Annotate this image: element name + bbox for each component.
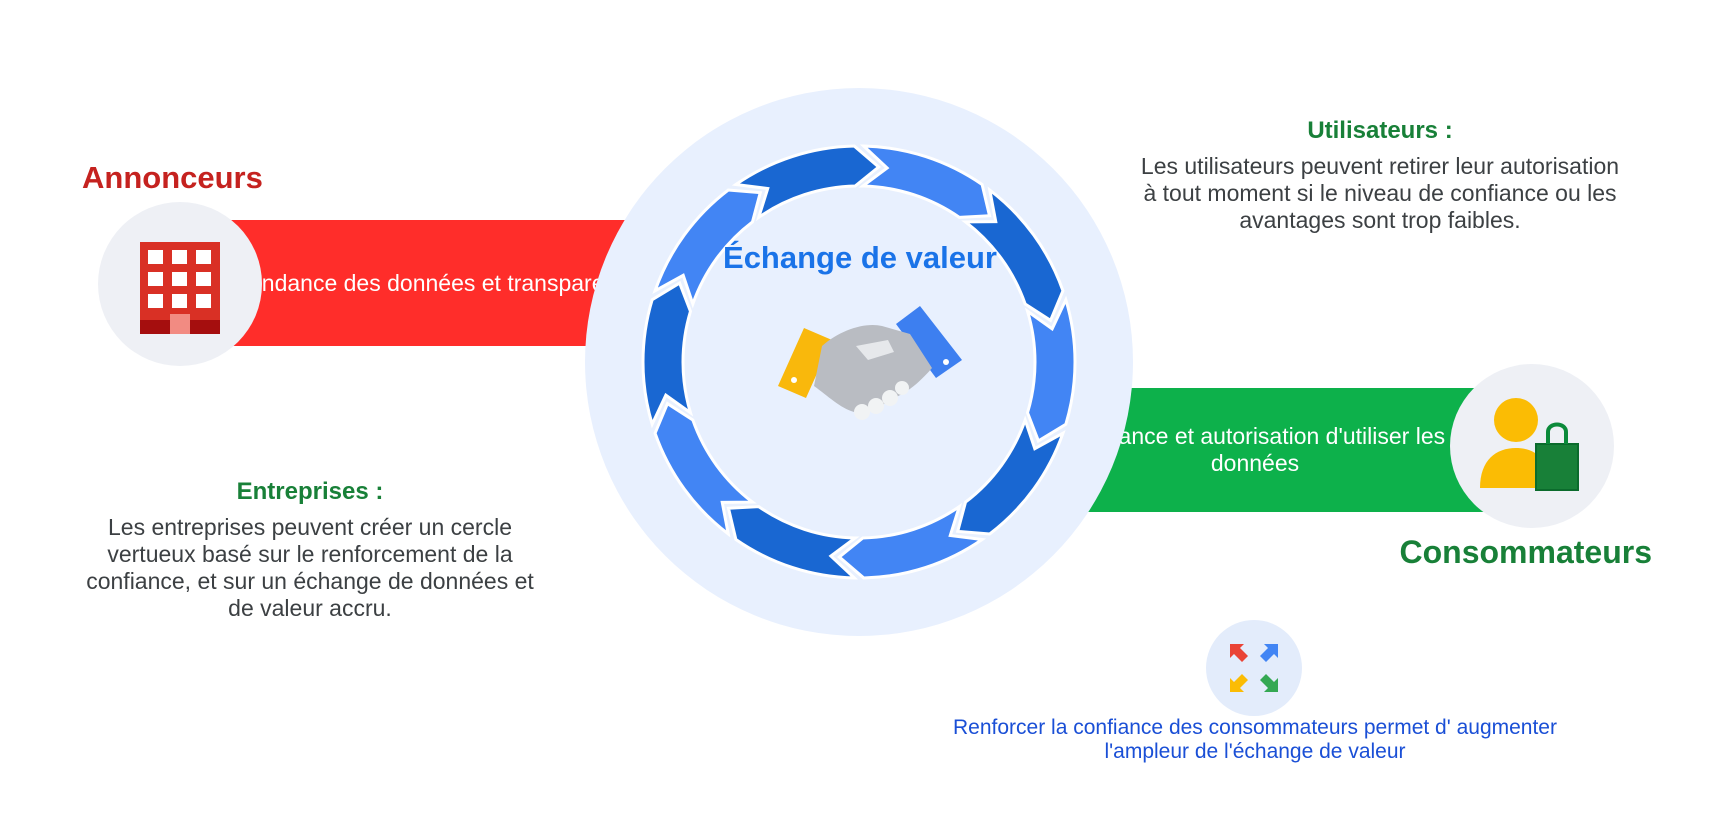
users-body: Les utilisateurs peuvent retirer leur au… <box>1140 153 1620 233</box>
companies-heading: Entreprises : <box>236 478 384 505</box>
cycle-segment <box>1024 295 1077 444</box>
cycle-segment <box>837 502 987 580</box>
cycle-segment <box>653 401 757 538</box>
value-exchange-title: Échange de valeur <box>723 240 997 275</box>
expand-arrows-icon <box>1230 644 1278 692</box>
cycle-segment <box>731 144 881 222</box>
consumers-icon-circle <box>1450 364 1614 528</box>
consumers-banner-text: Confiance et autorisation d'utiliser les… <box>1064 423 1446 476</box>
consumers-title: Consommateurs <box>1399 534 1653 570</box>
companies-note: Entreprises : Les entreprises peuvent cr… <box>80 478 540 622</box>
cycle-segment <box>652 188 763 309</box>
advertisers-banner-text: Intendance des données et transparence <box>223 269 642 296</box>
cycle-segment <box>961 186 1065 323</box>
cycle-segment <box>726 505 860 580</box>
advertisers-title: Annonceurs <box>82 160 263 195</box>
building-icon <box>140 242 220 334</box>
cycle-segment <box>955 415 1066 536</box>
users-note: Utilisateurs : Les utilisateurs peuvent … <box>1140 117 1620 234</box>
advertisers-icon-circle <box>98 202 262 366</box>
cycle-segment <box>641 280 694 429</box>
cycle-segment <box>858 144 992 219</box>
companies-body: Les entreprises peuvent créer un cercle … <box>86 514 534 621</box>
value-exchange-cycle <box>641 144 1077 580</box>
users-heading: Utilisateurs : <box>1307 117 1453 144</box>
footer-icon-circle <box>1206 620 1302 716</box>
handshake-icon <box>778 306 962 420</box>
shopper-icon <box>1480 398 1579 491</box>
footer-note: Renforcer la confiance des consommateurs… <box>953 716 1557 763</box>
